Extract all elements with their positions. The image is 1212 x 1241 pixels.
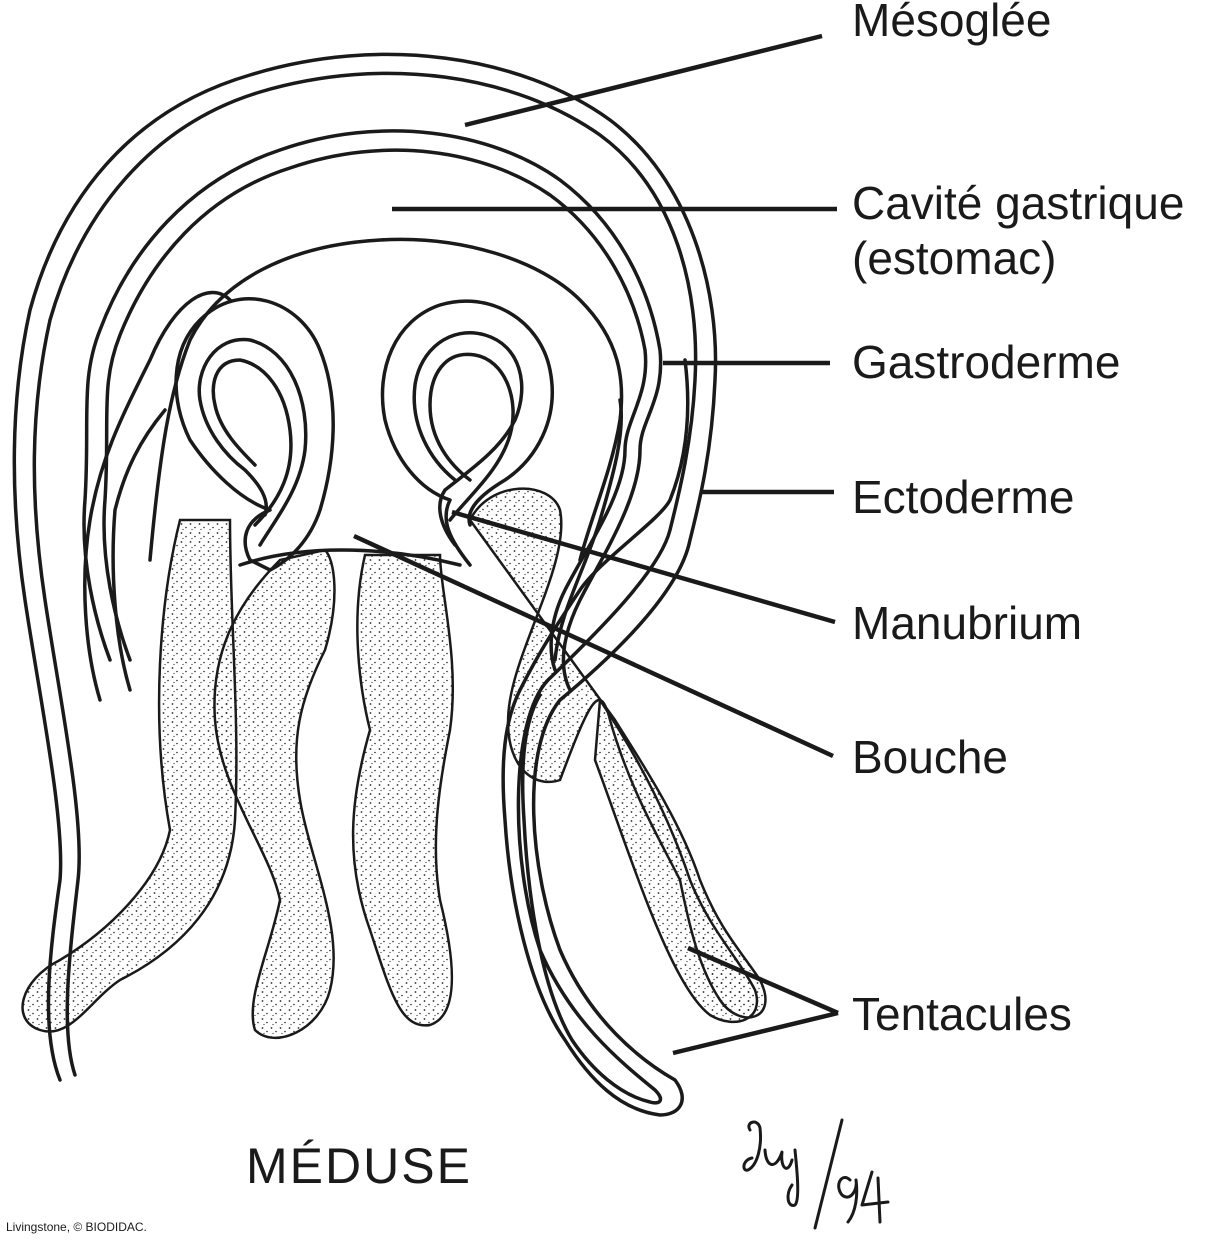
credit-text: Livingstone, © BIODIDAC. [6,1220,147,1234]
label-mesoglee: Mésoglée [852,0,1052,46]
label-tentacules: Tentacules [852,988,1072,1040]
bell-outer-ectoderm [12,52,718,1117]
bell-gastroderme [102,148,648,672]
right-fold-inner [412,331,524,547]
label-gastroderme: Gastroderme [852,336,1121,388]
label-ectoderme: Ectoderme [852,471,1075,523]
label-manubrium: Manubrium [852,597,1083,649]
bell-left-wall-loop [83,290,232,702]
bell-mesoglea-inner [82,129,663,692]
mouth-edge [238,548,462,567]
stippled-tentacles [21,487,767,1040]
bell-outer-ectoderm-inner [32,71,698,1105]
right-radial-canal [553,398,624,662]
leader-tentacules-b [672,1010,839,1056]
label-estomac: (estomac) [852,232,1057,284]
leader-tentacules-a [687,945,839,1016]
right-fold-innermost [428,352,515,522]
left-radial-canal [111,408,167,692]
bell-body [12,52,718,1117]
leader-lines [353,33,839,1056]
tentacle-right-outer [593,696,759,1024]
label-cavite-gastrique: Cavité gastrique [852,177,1185,229]
label-bouche: Bouche [852,731,1009,783]
left-fold-outer [174,296,335,572]
left-fold-innermost [211,358,293,527]
tentacle-left-inner [213,548,336,1040]
left-fold-inner [197,337,308,547]
signature-mark [742,1118,890,1230]
bell-gastric-cavity-top [148,237,624,562]
leader-bouche [353,533,834,759]
tentacle-center [351,553,455,1027]
diagram-title: MÉDUSE [246,1138,472,1194]
leader-manubrium [451,509,836,625]
manubrium-folds [174,296,554,572]
leader-mesoglee [464,33,823,128]
